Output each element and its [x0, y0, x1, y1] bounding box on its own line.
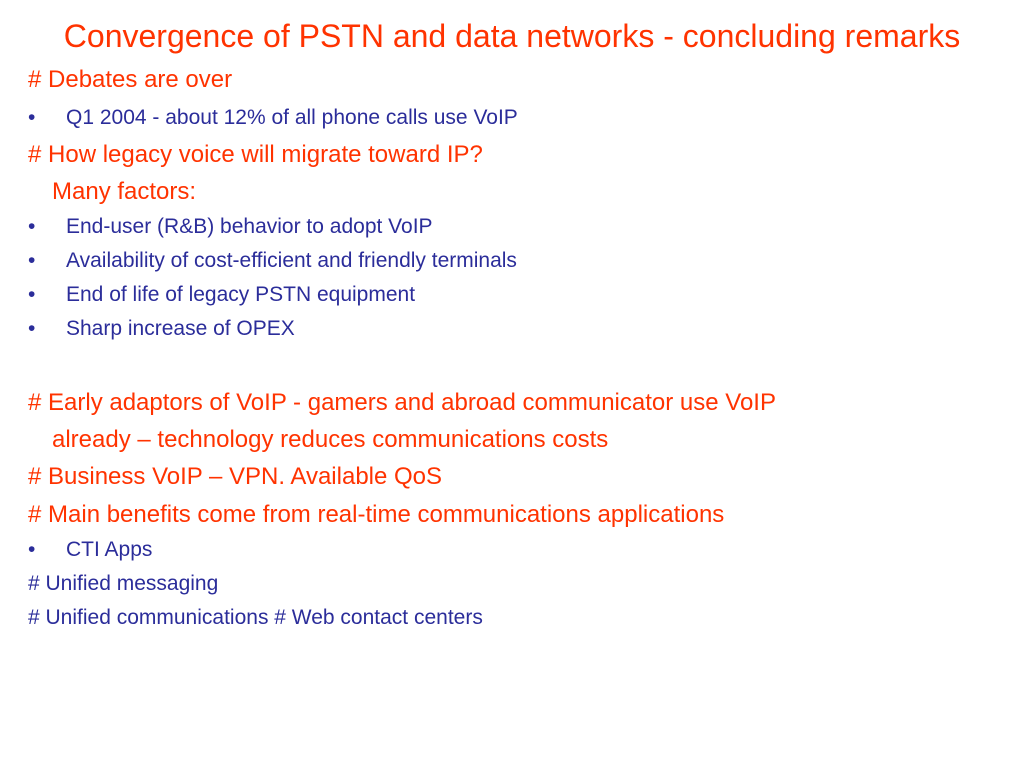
bullet-icon: •	[28, 106, 36, 129]
bullet-text: Sharp increase of OPEX	[66, 317, 295, 340]
bullet-icon: •	[28, 317, 36, 340]
bullet-text: CTI Apps	[66, 538, 153, 561]
bullet-item: • Sharp increase of OPEX	[28, 316, 295, 342]
unified-communications-line: # Unified communications # Web contact c…	[28, 606, 483, 629]
heading-early-adaptors: # Early adaptors of VoIP - gamers and ab…	[28, 389, 776, 416]
slide-title: Convergence of PSTN and data networks - …	[63, 18, 961, 54]
heading-early-adaptors-cont: already – technology reduces communicati…	[52, 426, 609, 453]
bullet-icon: •	[28, 283, 36, 306]
bullet-item: • End-user (R&B) behavior to adopt VoIP	[28, 214, 433, 240]
bullet-icon: •	[28, 538, 36, 561]
bullet-text: End of life of legacy PSTN equipment	[66, 283, 416, 306]
bullet-item: • End of life of legacy PSTN equipment	[28, 282, 415, 308]
bullet-text: End-user (R&B) behavior to adopt VoIP	[66, 215, 433, 238]
heading-debates: # Debates are over	[28, 66, 233, 93]
heading-legacy-voice: # How legacy voice will migrate toward I…	[28, 141, 483, 168]
heading-business-voip: # Business VoIP – VPN. Available QoS	[28, 463, 443, 490]
bullet-text: Availability of cost-efficient and frien…	[66, 249, 517, 272]
bullet-icon: •	[28, 215, 36, 238]
bullet-icon: •	[28, 249, 36, 272]
bullet-item: • Availability of cost-efficient and frie…	[28, 248, 517, 274]
bullet-item: • CTI Apps	[28, 537, 152, 563]
heading-main-benefits: # Main benefits come from real-time comm…	[28, 501, 725, 528]
unified-messaging-line: # Unified messaging	[28, 572, 219, 595]
bullet-item: • Q1 2004 - about 12% of all phone calls …	[28, 105, 518, 131]
heading-many-factors: Many factors:	[52, 178, 197, 205]
bullet-text: Q1 2004 - about 12% of all phone calls u…	[66, 106, 518, 129]
